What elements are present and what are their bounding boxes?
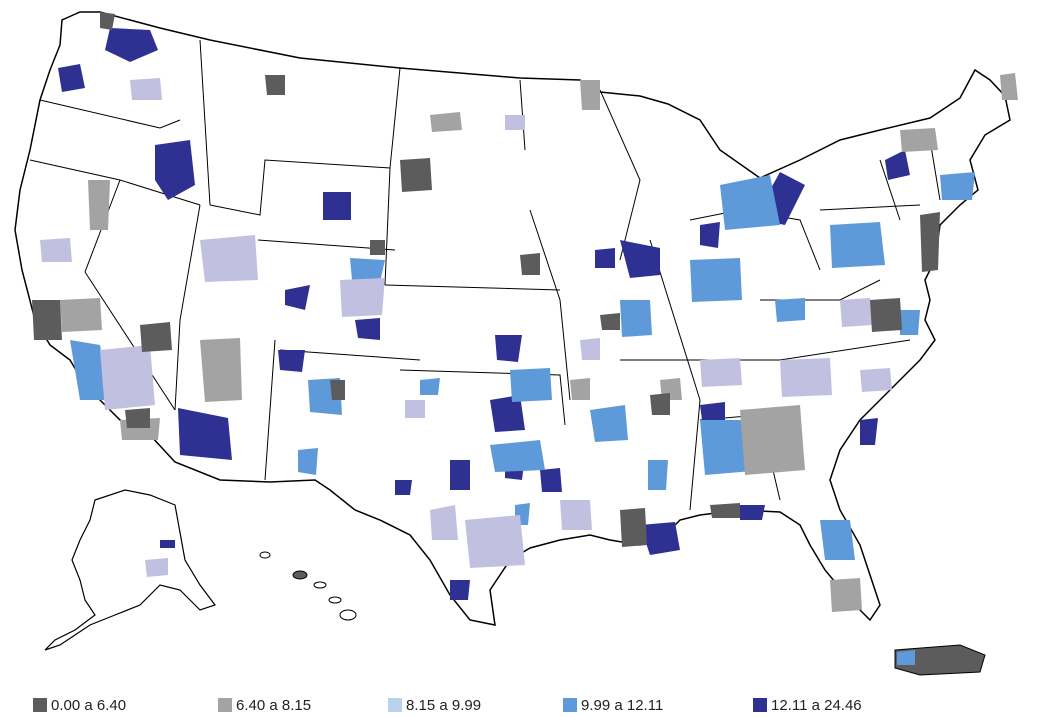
legend-label-1: 0.00 a 6.40 bbox=[51, 696, 127, 714]
legend-label-3: 8.15 a 9.99 bbox=[406, 696, 482, 714]
puerto-rico-highlight bbox=[897, 650, 915, 665]
legend-label-4: 9.99 a 12.11 bbox=[581, 696, 664, 714]
legend-swatch-4 bbox=[563, 698, 577, 712]
legend-label-5: 12.11 a 24.46 bbox=[771, 696, 862, 714]
legend: 0.00 a 6.40 6.40 a 8.15 8.15 a 9.99 9.99… bbox=[33, 695, 1033, 715]
legend-swatch-5 bbox=[753, 698, 767, 712]
legend-swatch-3 bbox=[388, 698, 402, 712]
legend-swatch-1 bbox=[33, 698, 47, 712]
legend-item-2: 6.40 a 8.15 bbox=[218, 695, 311, 715]
legend-item-3: 8.15 a 9.99 bbox=[388, 695, 481, 715]
alaska-highlight-1 bbox=[160, 540, 175, 548]
alaska-outline bbox=[44, 489, 216, 651]
puerto-rico bbox=[894, 644, 986, 676]
legend-item-4: 9.99 a 12.11 bbox=[563, 695, 663, 715]
legend-item-5: 12.11 a 24.46 bbox=[753, 695, 862, 715]
alaska-highlight-2 bbox=[145, 558, 168, 577]
hawaii-islands bbox=[259, 551, 357, 621]
legend-item-1: 0.00 a 6.40 bbox=[33, 695, 126, 715]
legend-label-2: 6.40 a 8.15 bbox=[236, 696, 312, 714]
legend-swatch-2 bbox=[218, 698, 232, 712]
us-choropleth-map bbox=[14, 11, 1018, 676]
